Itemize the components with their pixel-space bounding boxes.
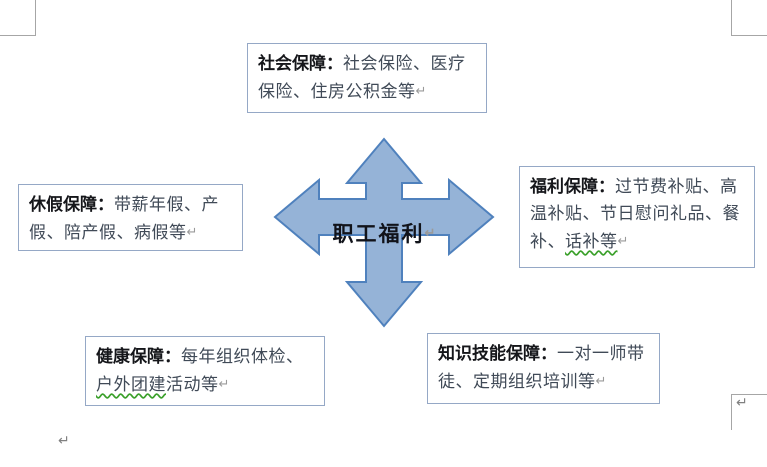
textbox-health-benefits-flagged-text: 户外团建 xyxy=(96,375,166,394)
textbox-welfare-allowances-flagged-text: 话补等 xyxy=(565,232,618,251)
pilcrow-icon: ↵ xyxy=(595,373,607,388)
pilcrow-icon: ↵ xyxy=(218,376,230,391)
pilcrow-icon: ↵ xyxy=(736,394,748,410)
textbox-welfare-allowances-lead: 福利保障： xyxy=(530,177,615,196)
margin-crop-mark-top-right xyxy=(731,0,767,36)
textbox-social-security-lead: 社会保障： xyxy=(258,54,343,73)
quad-arrow-icon xyxy=(273,137,495,328)
pilcrow-icon: ↵ xyxy=(415,83,427,98)
textbox-health-benefits-body-post: 活动等 xyxy=(166,375,219,394)
textbox-leave-benefits-lead: 休假保障： xyxy=(29,195,114,214)
quad-arrow-shape[interactable]: 职工福利↵ xyxy=(253,137,515,329)
textbox-skill-training-lead: 知识技能保障： xyxy=(438,344,557,363)
textbox-social-security[interactable]: 社会保障：社会保险、医疗保险、住房公积金等↵ xyxy=(247,43,487,113)
margin-crop-mark-top-left xyxy=(0,0,36,36)
textbox-health-benefits[interactable]: 健康保障：每年组织体检、户外团建活动等↵ xyxy=(85,336,325,406)
pilcrow-icon: ↵ xyxy=(58,432,70,448)
textbox-skill-training[interactable]: 知识技能保障：一对一师带徒、定期组织培训等↵ xyxy=(427,333,660,404)
textbox-welfare-allowances-body: 过节费补贴、高温补贴、节日慰问礼品、餐补、 xyxy=(530,177,740,251)
pilcrow-icon: ↵ xyxy=(186,224,198,239)
textbox-leave-benefits[interactable]: 休假保障：带薪年假、产假、陪产假、病假等↵ xyxy=(18,184,243,251)
textbox-health-benefits-lead: 健康保障： xyxy=(96,347,181,366)
pilcrow-icon: ↵ xyxy=(617,233,629,248)
textbox-leave-benefits-body: 带薪年假、产假、陪产假、病假等 xyxy=(29,195,219,242)
textbox-welfare-allowances[interactable]: 福利保障：过节费补贴、高温补贴、节日慰问礼品、餐补、话补等↵ xyxy=(519,166,755,268)
textbox-health-benefits-body-pre: 每年组织体检、 xyxy=(181,347,304,366)
textbox-skill-training-body: 一对一师带徒、定期组织培训等 xyxy=(438,344,645,391)
textbox-social-security-body: 社会保险、医疗保险、住房公积金等 xyxy=(258,54,466,101)
